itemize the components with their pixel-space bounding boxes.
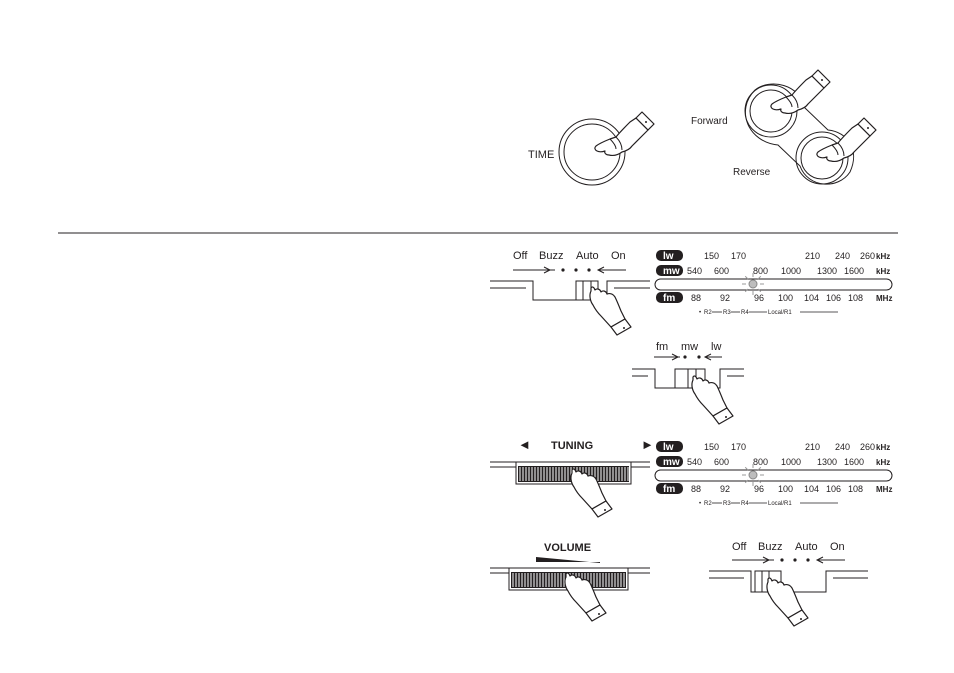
- dial-frequency: 1600: [844, 457, 864, 467]
- dial-frequency: 150: [704, 251, 719, 261]
- alarm-option: On: [830, 541, 845, 553]
- svg-text:lw: lw: [663, 251, 674, 262]
- dial-frequency: 210: [805, 442, 820, 452]
- svg-text:mw: mw: [663, 266, 680, 277]
- alarm-option: Off: [732, 541, 747, 553]
- dial-unit: MHz: [876, 485, 892, 494]
- alarm-option: Buzz: [758, 541, 782, 553]
- dial-frequency: 1600: [844, 266, 864, 276]
- dial-unit: kHz: [876, 252, 890, 261]
- time-label: TIME: [528, 149, 554, 161]
- dial-frequency: 260: [860, 442, 875, 452]
- dial-frequency: 800: [753, 457, 768, 467]
- dial-unit: kHz: [876, 267, 890, 276]
- fm-station-mark: Local/R1: [768, 501, 792, 507]
- dial-frequency: 104: [804, 484, 819, 494]
- band-tag-mw: mw: [656, 265, 683, 277]
- dial-frequency: 1300: [817, 457, 837, 467]
- seek-buttons[interactable]: [744, 69, 877, 185]
- tuning-label: TUNING: [551, 440, 593, 452]
- dial-frequency: 240: [835, 442, 850, 452]
- fm-station-mark: Local/R1: [768, 310, 792, 316]
- dial-frequency: 170: [731, 442, 746, 452]
- station-dot: •: [699, 501, 701, 507]
- dial-frequency: 88: [691, 293, 701, 303]
- dial-frequency: 108: [848, 484, 863, 494]
- band-tag-lw: lw: [656, 441, 683, 453]
- band-tag-mw: mw: [656, 456, 683, 468]
- dial-frequency: 100: [778, 484, 793, 494]
- svg-text:lw: lw: [663, 442, 674, 453]
- forward-label: Forward: [691, 116, 728, 127]
- fm-station-mark: R2: [704, 310, 712, 316]
- dial-frequency: 260: [860, 251, 875, 261]
- alarm-option: Buzz: [539, 250, 563, 262]
- volume-wheel[interactable]: VOLUME: [490, 542, 650, 622]
- time-button[interactable]: [558, 111, 655, 186]
- fm-station-mark: R4: [741, 310, 749, 316]
- fm-station-mark: R4: [741, 501, 749, 507]
- dial-frequency: 600: [714, 457, 729, 467]
- dial-frequency: 600: [714, 266, 729, 276]
- dial-window: [654, 278, 893, 291]
- volume-label: VOLUME: [544, 542, 591, 554]
- dial-unit: kHz: [876, 458, 890, 467]
- dial-frequency: 104: [804, 293, 819, 303]
- dial-frequency: 100: [778, 293, 793, 303]
- dial-frequency: 1000: [781, 266, 801, 276]
- band-tag-fm: fm: [656, 292, 683, 304]
- dial-frequency: 106: [826, 484, 841, 494]
- dial-frequency: 150: [704, 442, 719, 452]
- alarm-switch-bottom[interactable]: Off Buzz Auto On: [709, 541, 868, 627]
- dial-frequency: 240: [835, 251, 850, 261]
- alarm-option: Auto: [795, 541, 818, 553]
- tuning-left-arrow-icon: ◄: [518, 437, 531, 452]
- alarm-option: Off: [513, 250, 528, 262]
- station-dot: •: [699, 310, 701, 316]
- dial-frequency: 106: [826, 293, 841, 303]
- dial-frequency: 800: [753, 266, 768, 276]
- dial-unit: kHz: [876, 443, 890, 452]
- reverse-label: Reverse: [733, 167, 771, 178]
- dial-frequency: 540: [687, 457, 702, 467]
- dial-frequency: 96: [754, 484, 764, 494]
- alarm-option: On: [611, 250, 626, 262]
- svg-text:mw: mw: [663, 457, 680, 468]
- alarm-switch-top[interactable]: Off Buzz Auto On: [490, 250, 650, 336]
- dial-frequency: 92: [720, 293, 730, 303]
- band-tag-fm: fm: [656, 483, 683, 495]
- dial-frequency: 170: [731, 251, 746, 261]
- band-tag-lw: lw: [656, 250, 683, 262]
- dial-frequency: 210: [805, 251, 820, 261]
- tuning-wheel[interactable]: ◄ TUNING ►: [490, 437, 654, 518]
- dial-frequency: 540: [687, 266, 702, 276]
- band-option: mw: [681, 341, 698, 353]
- reverse-button: [795, 131, 849, 185]
- fm-station-mark: R3: [723, 501, 731, 507]
- dial-frequency: 108: [848, 293, 863, 303]
- dial-frequency: 1300: [817, 266, 837, 276]
- band-option: lw: [711, 341, 721, 353]
- band-switch[interactable]: fm mw lw: [632, 341, 744, 425]
- alarm-option: Auto: [576, 250, 599, 262]
- dial-frequency: 88: [691, 484, 701, 494]
- dial-frequency: 92: [720, 484, 730, 494]
- tuning-right-arrow-icon: ►: [641, 437, 654, 452]
- dial-frequency: 96: [754, 293, 764, 303]
- band-option: fm: [656, 341, 668, 353]
- fm-station-mark: R3: [723, 310, 731, 316]
- svg-text:fm: fm: [663, 293, 675, 304]
- dial-indicator-icon: [742, 273, 764, 295]
- dial-unit: MHz: [876, 294, 892, 303]
- dial-indicator-icon: [742, 464, 764, 486]
- fm-station-mark: R2: [704, 501, 712, 507]
- svg-text:fm: fm: [663, 484, 675, 495]
- dial-window: [654, 469, 893, 482]
- dial-frequency: 1000: [781, 457, 801, 467]
